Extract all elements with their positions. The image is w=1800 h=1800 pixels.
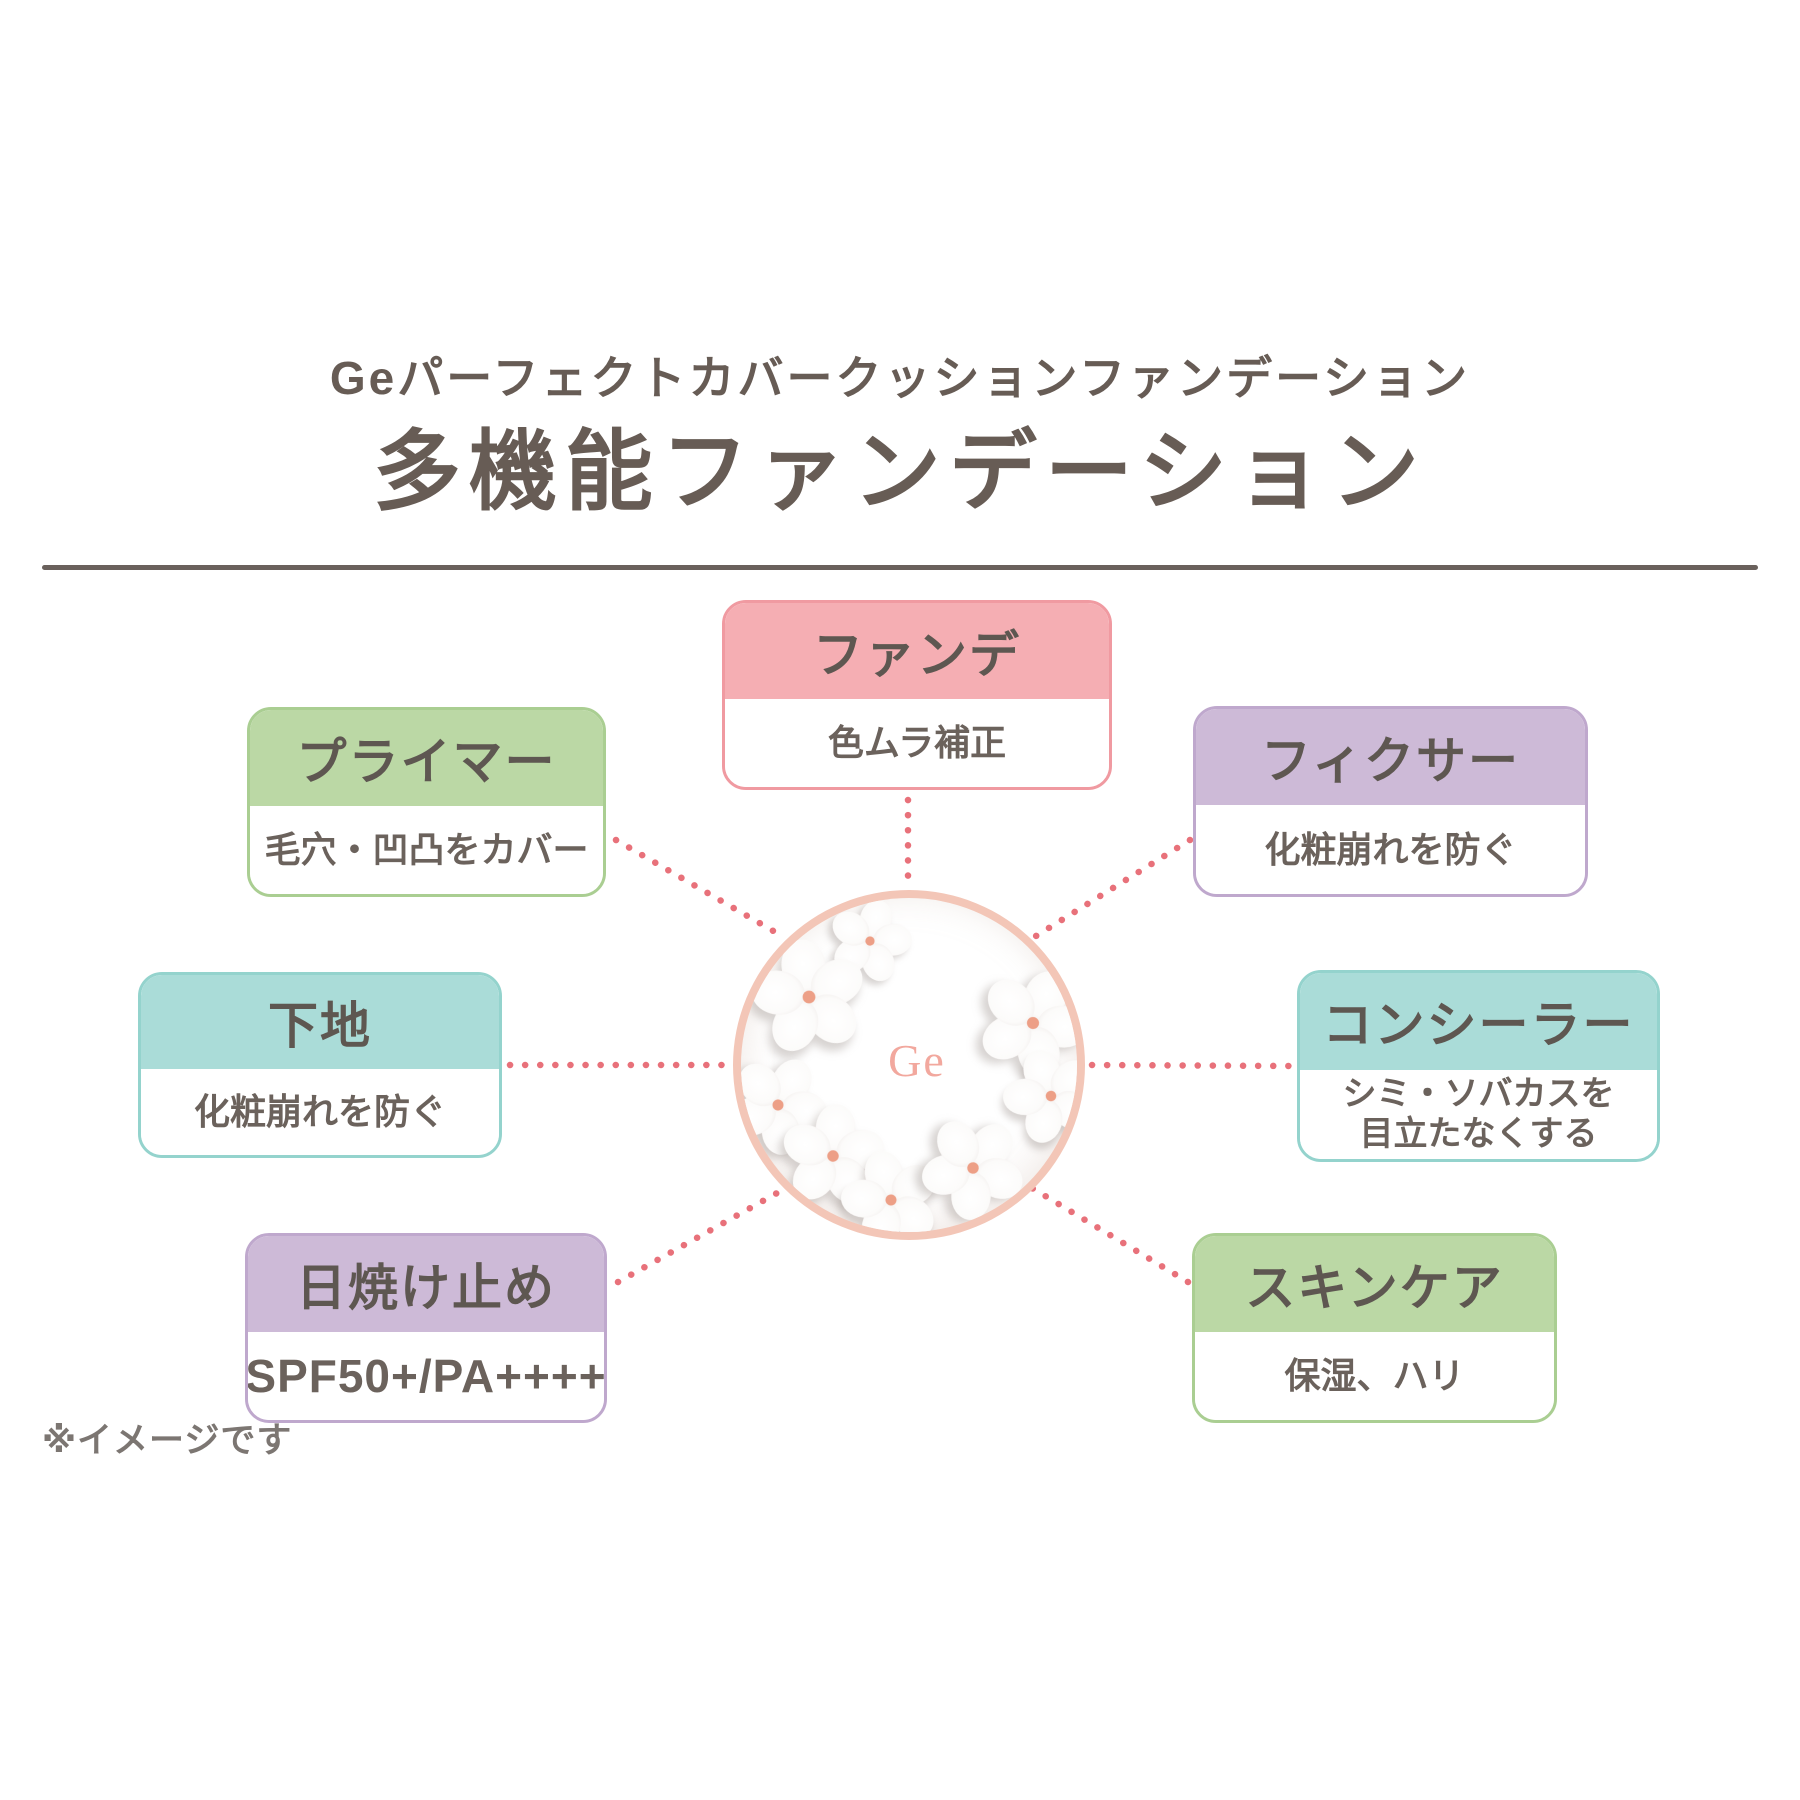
feature-description-line: 色ムラ補正	[827, 721, 1007, 763]
feature-description-line: 保湿、ハリ	[1284, 1354, 1465, 1396]
connector-right	[1088, 1061, 1294, 1070]
connector-upper-left	[612, 836, 786, 940]
feature-card-skincare: スキンケア 保湿、ハリ	[1192, 1233, 1557, 1423]
feature-description: 毛穴・凹凸をカバー	[250, 805, 603, 894]
feature-description-line: 化粧崩れを防ぐ	[1264, 828, 1517, 870]
feature-description: シミ・ソバカスを 目立たなくする	[1300, 1069, 1657, 1159]
feature-description-line: 毛穴・凹凸をカバー	[264, 828, 589, 870]
connector-upper-right	[1032, 836, 1194, 940]
flower-decoration: Ge	[741, 898, 1077, 1232]
feature-description-line: 化粧崩れを防ぐ	[193, 1090, 446, 1132]
feature-description-line: シミ・ソバカスを	[1342, 1075, 1615, 1114]
feature-title: ファンデ	[725, 603, 1109, 699]
image-disclaimer: ※イメージです	[42, 1421, 293, 1460]
feature-title: 下地	[141, 975, 499, 1069]
feature-description: 色ムラ補正	[725, 698, 1109, 787]
feature-title: 日焼け止め	[248, 1236, 604, 1332]
header: Geパーフェクトカバークッションファンデーション 多機能ファンデーション	[0, 352, 1800, 518]
feature-description-line: SPF50+/PA++++	[245, 1349, 607, 1402]
feature-description: 化粧崩れを防ぐ	[1196, 805, 1585, 894]
feature-card-concealer: コンシーラー シミ・ソバカスを 目立たなくする	[1297, 970, 1660, 1162]
connector-lower-left	[614, 1184, 790, 1286]
feature-card-sunscreen: 日焼け止め SPF50+/PA++++	[245, 1233, 607, 1423]
feature-title: フィクサー	[1196, 709, 1585, 806]
product-image: Ge	[733, 890, 1085, 1240]
brand-logo: Ge	[888, 1035, 946, 1086]
divider	[42, 565, 1758, 570]
product-name: Geパーフェクトカバークッションファンデーション	[329, 352, 1471, 404]
feature-title: コンシーラー	[1300, 973, 1657, 1070]
feature-description: 化粧崩れを防ぐ	[141, 1068, 499, 1155]
feature-title: スキンケア	[1195, 1236, 1554, 1332]
feature-card-primer: プライマー 毛穴・凹凸をカバー	[247, 707, 606, 897]
feature-title: プライマー	[250, 710, 603, 806]
feature-card-foundation: ファンデ 色ムラ補正	[722, 600, 1112, 790]
feature-description-line: 目立たなくする	[1359, 1115, 1598, 1154]
feature-description: SPF50+/PA++++	[245, 1331, 607, 1420]
connector-lower-right	[1028, 1184, 1192, 1286]
page-title: 多機能ファンデーション	[372, 422, 1428, 521]
feature-card-fixer: フィクサー 化粧崩れを防ぐ	[1193, 706, 1588, 897]
feature-card-base: 下地 化粧崩れを防ぐ	[138, 972, 502, 1158]
feature-description: 保湿、ハリ	[1195, 1331, 1554, 1420]
